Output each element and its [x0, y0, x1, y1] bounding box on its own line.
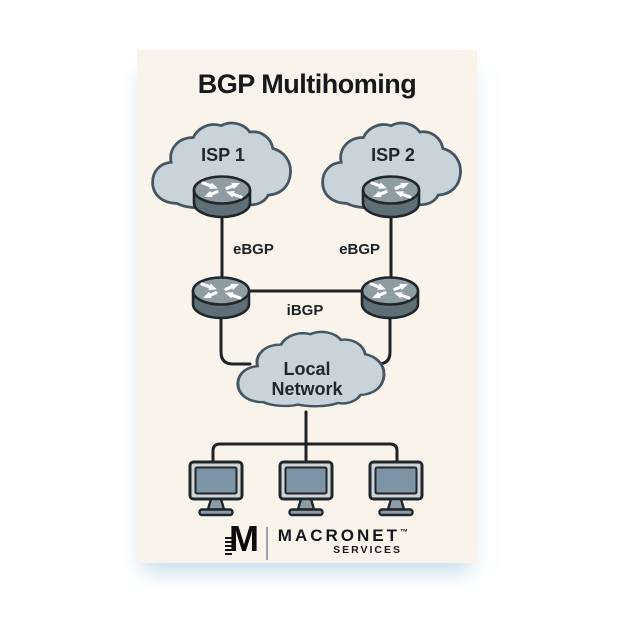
- trademark-symbol: ™: [400, 527, 408, 537]
- ebgp-right-label: eBGP: [339, 241, 380, 258]
- brand-name: MACRONET™: [276, 526, 408, 546]
- isp2-router-icon: [361, 174, 421, 219]
- logo-stripes-icon: [225, 537, 232, 555]
- logo-m-mark: M: [229, 518, 259, 559]
- brand-name-text: MACRONET: [277, 526, 400, 545]
- brand-subtitle: SERVICES: [333, 544, 402, 556]
- page-title: BGP Multihoming: [197, 69, 417, 99]
- edge-router-right-icon: [360, 275, 420, 320]
- workstation-3-icon: [368, 460, 424, 517]
- workstation-2-icon: [278, 460, 334, 517]
- lan-branch-link: [211, 442, 399, 464]
- workstation-1-icon: [188, 460, 244, 517]
- isp1-router-icon: [192, 174, 252, 219]
- ibgp-label: iBGP: [286, 302, 324, 319]
- ebgp-left-label: eBGP: [233, 241, 274, 258]
- edge-left-to-local-link: [219, 303, 252, 366]
- isp1-label: ISP 1: [201, 145, 245, 165]
- isp2-label: ISP 2: [371, 145, 415, 165]
- logo-divider: [266, 527, 268, 560]
- edge-router-left-icon: [191, 275, 251, 320]
- local-network-label: Local Network: [271, 359, 343, 399]
